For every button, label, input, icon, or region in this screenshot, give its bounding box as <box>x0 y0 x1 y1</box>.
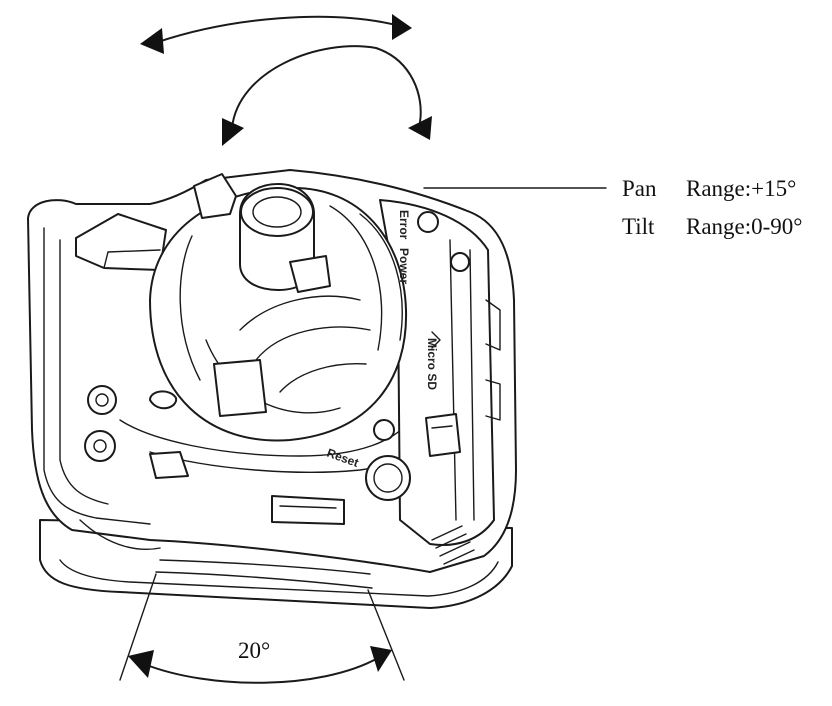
base-plate-inner-line <box>59 559 499 597</box>
right-panel-inner-edge <box>449 239 457 521</box>
top-arrow-arc-right <box>231 45 422 129</box>
right-panel-ridge <box>469 249 475 521</box>
bottom-rotation-indicator: 20° <box>119 573 405 684</box>
lens-front <box>240 187 314 237</box>
ball-curve-3 <box>279 363 367 393</box>
bottom-arrow-arc <box>143 657 379 684</box>
lens-side-tab <box>289 255 331 293</box>
dome-band-right <box>329 205 383 351</box>
dome-right-rim <box>359 213 403 341</box>
pan-range: Range:+15° <box>686 176 796 201</box>
microsd-marking: Micro SD <box>425 338 439 390</box>
power-indicator <box>450 252 470 272</box>
microsd-slot <box>431 331 441 349</box>
left-mount-hole-upper-inner <box>95 393 109 407</box>
angle-line-right <box>367 589 405 681</box>
angle-line-left <box>119 573 157 681</box>
left-bottom-curve <box>79 519 161 551</box>
left-top-tab-edge <box>103 249 161 269</box>
top-rotation-arrows <box>140 14 432 146</box>
dome-band-left <box>179 235 201 381</box>
bottom-connector-inner <box>279 505 337 509</box>
sd-door <box>425 413 461 457</box>
top-arrow-head-lower-left <box>222 118 244 146</box>
top-arrow-head-lower-right <box>408 116 432 140</box>
grill-line-1 <box>431 525 463 541</box>
left-side-panel-inner <box>59 239 109 505</box>
ball-curve-2 <box>255 326 371 361</box>
left-mount-hole-lower-inner <box>93 439 107 453</box>
tilt-range: Range:0-90° <box>686 214 803 239</box>
top-arrow-head-right <box>392 14 412 40</box>
bottom-left-tab <box>149 451 189 479</box>
device-markings: Error Power Micro SD Reset <box>325 210 439 470</box>
right-grill <box>431 525 475 565</box>
right-side-tab <box>485 299 501 351</box>
right-side-tab-lower <box>485 379 501 421</box>
dome-top-clip <box>193 173 237 219</box>
bottom-arrow-head-right <box>370 646 392 672</box>
base-front-slot-lower <box>155 571 373 589</box>
bottom-arrow-head-left <box>128 650 154 678</box>
grill-line-3 <box>439 541 471 557</box>
sd-door-inner <box>431 425 453 429</box>
grill-line-2 <box>435 533 467 549</box>
reset-button <box>365 455 411 501</box>
tilt-label: Tilt <box>622 214 655 239</box>
ball-curve-1 <box>239 295 361 331</box>
dome-front-tab <box>213 359 267 417</box>
rotation-angle-label: 20° <box>238 638 270 663</box>
top-arrow-head-left <box>140 28 164 54</box>
camera-dome <box>149 173 408 442</box>
left-side-panel <box>43 227 151 525</box>
left-mount-hole-lower <box>84 430 116 462</box>
top-arrow-arc-left <box>157 15 401 43</box>
error-indicator <box>417 211 439 233</box>
base-front-slot <box>159 559 371 575</box>
right-control-panel <box>379 199 495 546</box>
error-marking: Error <box>397 210 411 240</box>
bottom-connector <box>271 495 345 525</box>
grill-line-4 <box>443 549 475 565</box>
reset-button-inner <box>373 463 403 493</box>
lower-right-screw <box>373 419 395 441</box>
pan-label: Pan <box>622 176 657 201</box>
range-labels: Pan Range:+15° Tilt Range:0-90° <box>622 176 803 239</box>
power-marking: Power <box>397 248 411 284</box>
lower-left-screw <box>149 390 178 410</box>
lens-glass <box>252 196 302 228</box>
left-mount-hole-upper <box>87 385 117 415</box>
